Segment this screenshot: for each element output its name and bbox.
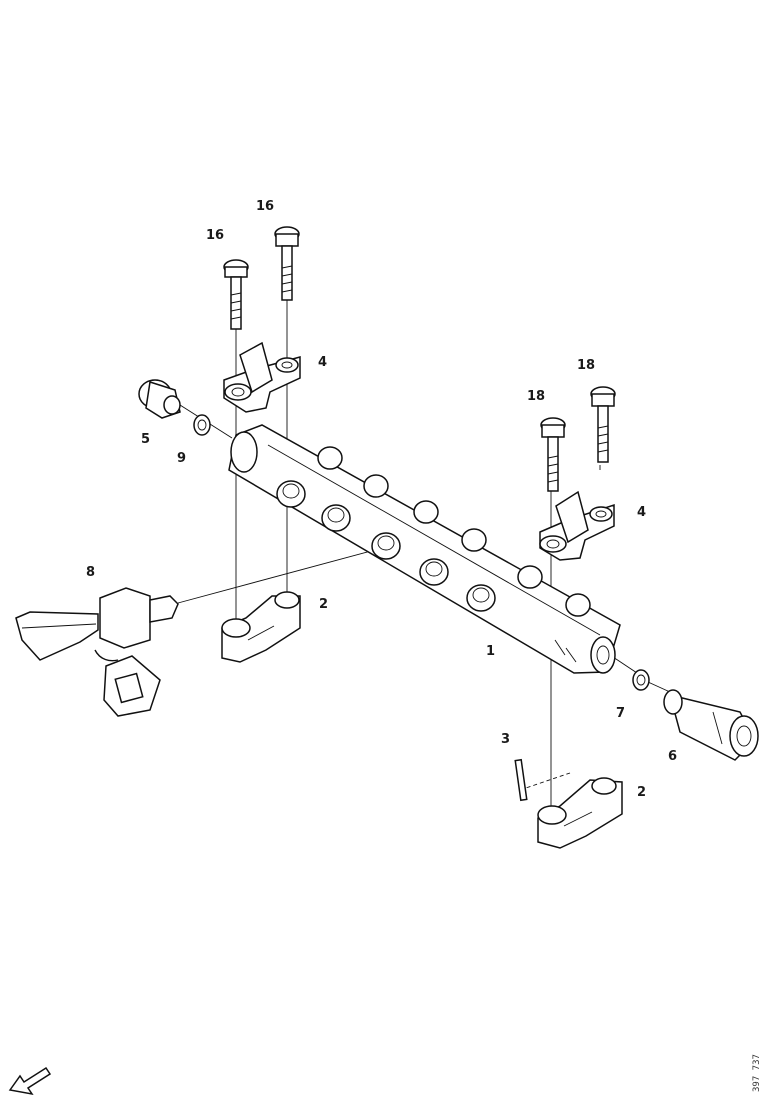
callout-16-left: 16 [256, 199, 275, 214]
lower-bracket-left [221, 591, 301, 663]
seal-ring-right [632, 669, 650, 691]
callout-9: 9 [177, 451, 187, 466]
rail-sensor-assembly [15, 587, 179, 717]
bolt-left-long [274, 226, 300, 301]
upper-bracket-left [223, 341, 301, 413]
callout-7: 7 [616, 706, 626, 721]
locating-pin [514, 758, 528, 802]
pressure-valve [138, 379, 181, 419]
bolt-right-short [540, 417, 566, 492]
callout-6: 6 [668, 749, 678, 764]
callout-18-upper: 18 [577, 358, 596, 373]
drawing-reference-number: 397 737 [752, 1054, 762, 1092]
callout-3: 3 [501, 732, 511, 747]
callout-16-right: 16 [206, 228, 225, 243]
pressure-sensor [663, 689, 759, 761]
bolt-right-long [590, 386, 616, 463]
lower-bracket-right [537, 777, 623, 849]
callout-2-left: 2 [319, 597, 329, 612]
fuel-rail [228, 424, 621, 674]
seal-ring-left [193, 414, 211, 436]
callout-4-right: 4 [637, 505, 647, 520]
callout-1: 1 [486, 644, 496, 659]
callout-4-left: 4 [318, 355, 328, 370]
callout-18-lower: 18 [527, 389, 546, 404]
upper-bracket-right [539, 490, 615, 561]
callout-8: 8 [86, 565, 96, 580]
callout-2-right: 2 [637, 785, 647, 800]
arrow-left-down-icon [8, 1066, 52, 1096]
bolt-left-short [223, 259, 249, 330]
rail-outlets [276, 446, 591, 617]
callout-5: 5 [141, 432, 151, 447]
